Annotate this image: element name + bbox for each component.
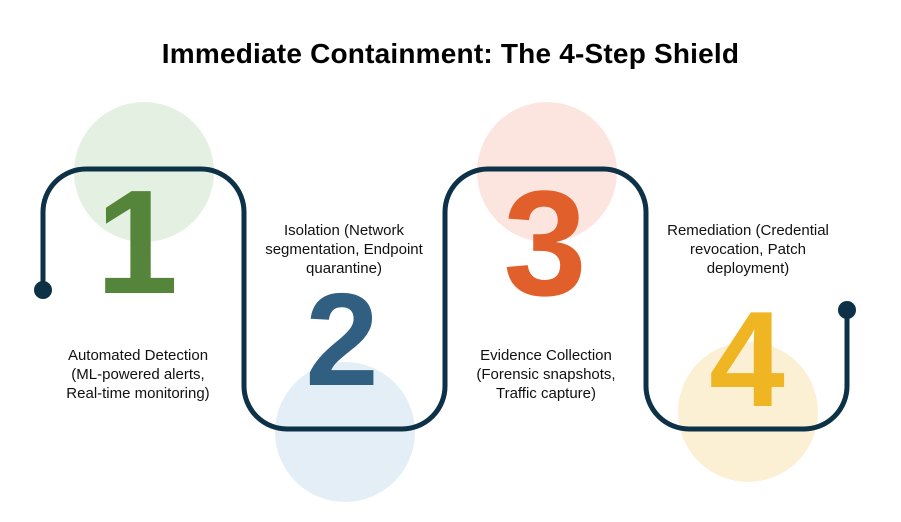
connector-path bbox=[40, 166, 850, 432]
path-end-dot bbox=[838, 301, 856, 319]
step-3-circle bbox=[477, 102, 617, 242]
step-2-circle bbox=[275, 362, 415, 502]
page-title: Immediate Containment: The 4-Step Shield bbox=[161, 38, 740, 69]
step-4-number: 4 bbox=[709, 283, 785, 435]
path-start-dot bbox=[34, 281, 52, 299]
step-3-label: Evidence Collection (Forensic snapshots,… bbox=[476, 347, 616, 402]
step-2-label: Isolation (Network segmentation, Endpoin… bbox=[265, 222, 423, 277]
step-1-number: 1 bbox=[96, 160, 178, 325]
step-4-label: Remediation (Credential revocation, Patc… bbox=[667, 222, 829, 277]
step-1-circle bbox=[74, 102, 214, 242]
step-2-number: 2 bbox=[305, 266, 378, 413]
step-3-number: 3 bbox=[503, 159, 586, 327]
step-4-circle bbox=[678, 342, 818, 482]
step-1-label: Automated Detection (ML-powered alerts, … bbox=[66, 347, 210, 402]
